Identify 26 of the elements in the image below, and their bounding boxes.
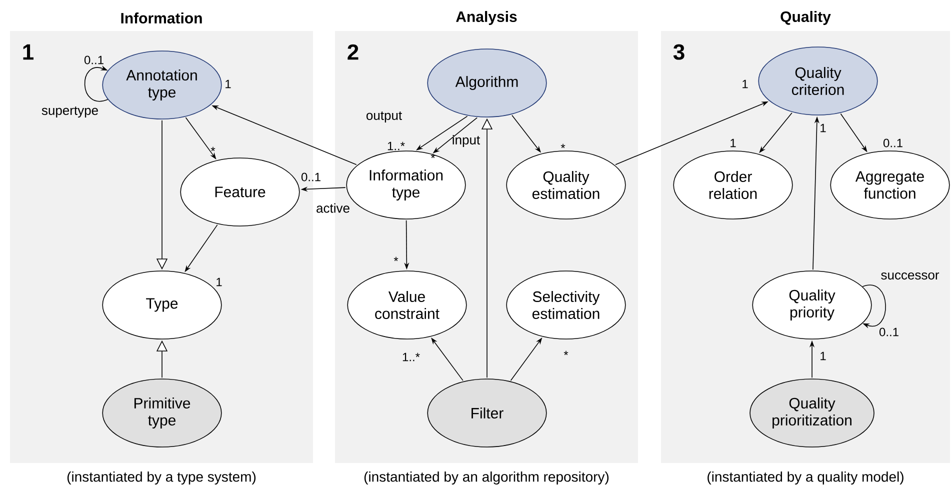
multiplicity-label: * xyxy=(210,146,216,152)
multiplicity-label: 1 xyxy=(730,138,736,148)
multiplicity-label: 0..1 xyxy=(84,56,104,64)
self-loop-arrow xyxy=(862,284,886,328)
node-label: Analysis xyxy=(456,11,517,25)
edge-label: output xyxy=(366,111,402,123)
multiplicity-label: 1 xyxy=(820,124,826,132)
node-label: (instantiated by an algorithm repository) xyxy=(364,471,609,485)
multiplicity-label: * xyxy=(560,144,566,148)
self-loop-arrow xyxy=(84,66,108,102)
node-label: (instantiated by a type system) xyxy=(67,471,256,485)
multiplicity-label: 1 xyxy=(216,278,222,286)
multiplicity-label: * xyxy=(394,256,398,262)
multiplicity-label: 0..1 xyxy=(883,138,902,148)
multiplicity-label: 0..1 xyxy=(301,172,320,182)
multiplicity-label: 0..1 xyxy=(879,328,898,336)
node-label: Quality xyxy=(780,11,831,25)
node-label: Information xyxy=(121,12,202,24)
multiplicity-label: 1 xyxy=(820,352,826,360)
edge-label: input xyxy=(452,134,480,148)
multiplicity-label: 1..* xyxy=(402,352,420,362)
edge-label: successor xyxy=(881,272,940,280)
edge-label: supertype xyxy=(42,106,98,118)
multiplicity-label: 1..* xyxy=(388,142,405,150)
multiplicity-label: * xyxy=(564,350,568,356)
node-label: (instantiated by a quality model) xyxy=(708,471,904,485)
